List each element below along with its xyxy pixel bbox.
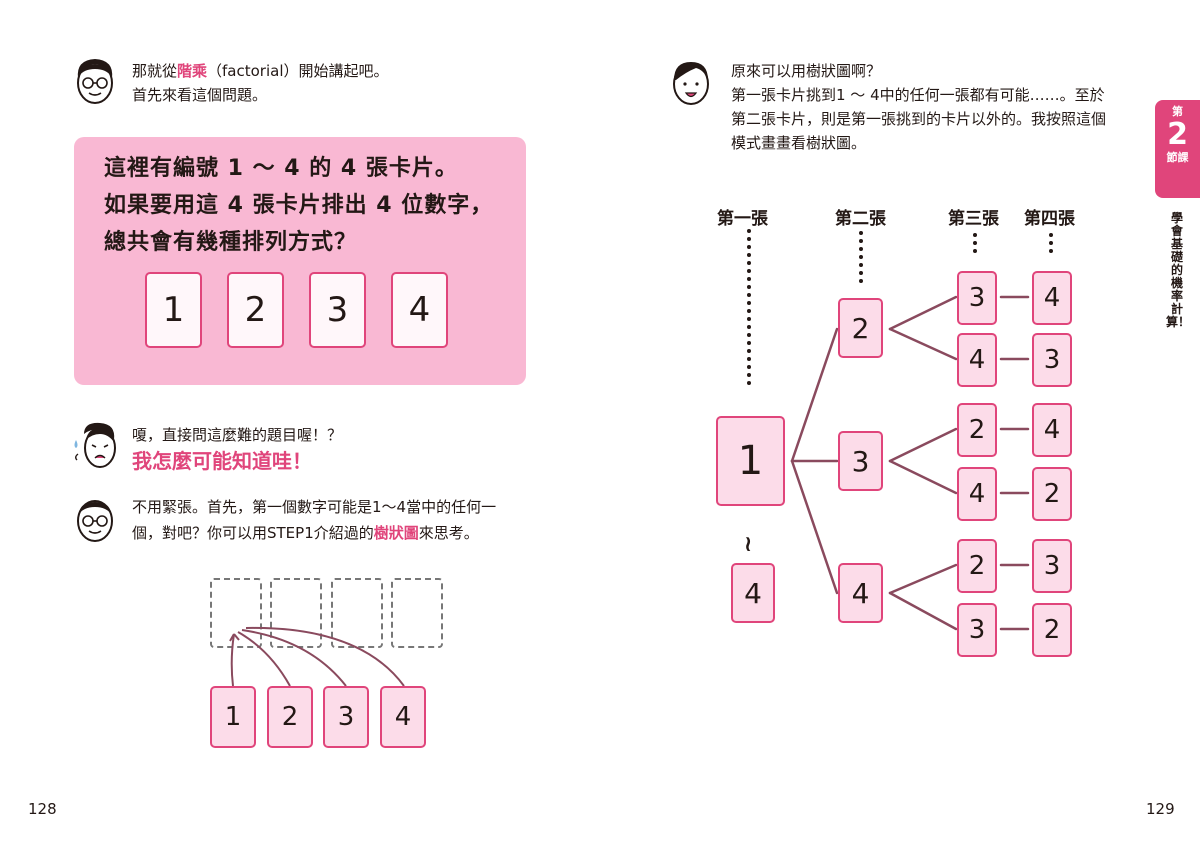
chapter-tab-number: 2 <box>1167 117 1188 152</box>
tree-header-3: 第三張 <box>948 209 999 229</box>
dialogue-line-4: 模式畫畫看樹狀圖。 <box>731 134 867 152</box>
question-card-4: 4 <box>391 272 448 348</box>
intro-post: （factorial）開始講起吧。 <box>207 62 389 80</box>
tree-header-4: 第四張 <box>1024 209 1075 229</box>
explain-line-2: 個，對吧？你可以用STEP1介紹過的樹狀圖來思考。 <box>132 520 479 546</box>
question-line-2: 如果要用這 4 張卡片排出 4 位數字， <box>104 193 494 218</box>
chapter-tab-top: 第 <box>1172 105 1183 118</box>
explain-card-2: 2 <box>267 686 313 748</box>
question-card-3: 3 <box>309 272 366 348</box>
tree-header-2: 第二張 <box>835 209 886 229</box>
dialogue-line-1: 原來可以用樹狀圖啊？ <box>731 62 882 80</box>
student-worried-avatar <box>74 422 116 468</box>
tree-fourth-card-3: 4 <box>1032 403 1072 457</box>
tree-third-card-3: 2 <box>957 403 997 457</box>
tree-fourth-card-4: 2 <box>1032 467 1072 521</box>
reaction-line-1: 嗄，直接問這麼難的題目喔！？ <box>132 426 343 444</box>
tree-second-card-1: 2 <box>838 298 883 358</box>
tree-fourth-card-5: 3 <box>1032 539 1072 593</box>
tree-third-card-5: 2 <box>957 539 997 593</box>
explain-card-4: 4 <box>380 686 426 748</box>
explain-card-3: 3 <box>323 686 369 748</box>
intro-pre: 那就從 <box>132 62 178 80</box>
question-card-1: 1 <box>145 272 202 348</box>
range-mark: ≀ <box>744 532 753 557</box>
tree-second-card-3: 4 <box>838 563 883 623</box>
empty-slot-4 <box>391 578 443 648</box>
reaction-emphasis: 我怎麼可能知道哇！ <box>132 449 312 473</box>
chapter-title-vertical: 學會基礎的機率計算！ <box>1166 211 1191 329</box>
page-number-left: 128 <box>28 800 57 818</box>
tree-second-card-2: 3 <box>838 431 883 491</box>
question-line-3: 總共會有幾種排列方式？ <box>104 230 358 255</box>
chapter-tab-bottom: 節課 <box>1166 151 1189 164</box>
tree-header-1: 第一張 <box>717 209 768 229</box>
explain-line-1: 不用緊張。首先，第一個數字可能是1～4當中的任何一 <box>132 498 497 516</box>
slot-arrows <box>229 626 405 687</box>
tree-third-card-1: 3 <box>957 271 997 325</box>
tree-third-card-4: 4 <box>957 467 997 521</box>
question-card-2: 2 <box>227 272 284 348</box>
tree-fourth-card-1: 4 <box>1032 271 1072 325</box>
intro-line-1: 那就從階乘（factorial）開始講起吧。 <box>132 58 389 84</box>
tree-diagram-lines <box>747 229 1053 631</box>
intro-highlight: 階乘 <box>177 62 208 80</box>
student-avatar <box>673 62 709 105</box>
dialogue-line-2: 第一張卡片挑到1 ～ 4中的任何一張都有可能……。至於 <box>731 86 1105 104</box>
teacher-avatar <box>77 59 113 104</box>
tree-first-card: 1 <box>716 416 785 506</box>
teacher-avatar-2 <box>77 500 113 542</box>
empty-slot-1 <box>210 578 262 648</box>
tree-first-end-card: 4 <box>731 563 775 623</box>
dialogue-line-3: 第二張卡片，則是第一張挑到的卡片以外的。我按照這個 <box>731 110 1107 128</box>
tree-fourth-card-6: 2 <box>1032 603 1072 657</box>
explain-card-1: 1 <box>210 686 256 748</box>
page-number-right: 129 <box>1146 800 1175 818</box>
explain-line-2-post: 來思考。 <box>418 524 479 542</box>
tree-fourth-card-2: 3 <box>1032 333 1072 387</box>
explain-line-2-pre: 個，對吧？你可以用STEP1介紹過的 <box>132 524 374 542</box>
intro-line-2: 首先來看這個問題。 <box>132 86 268 104</box>
explain-highlight: 樹狀圖 <box>373 524 419 542</box>
tree-third-card-2: 4 <box>957 333 997 387</box>
tree-third-card-6: 3 <box>957 603 997 657</box>
question-line-1: 這裡有編號 1 ～ 4 的 4 張卡片。 <box>104 156 458 181</box>
chapter-tab: 第 2 節課 <box>1155 100 1200 198</box>
